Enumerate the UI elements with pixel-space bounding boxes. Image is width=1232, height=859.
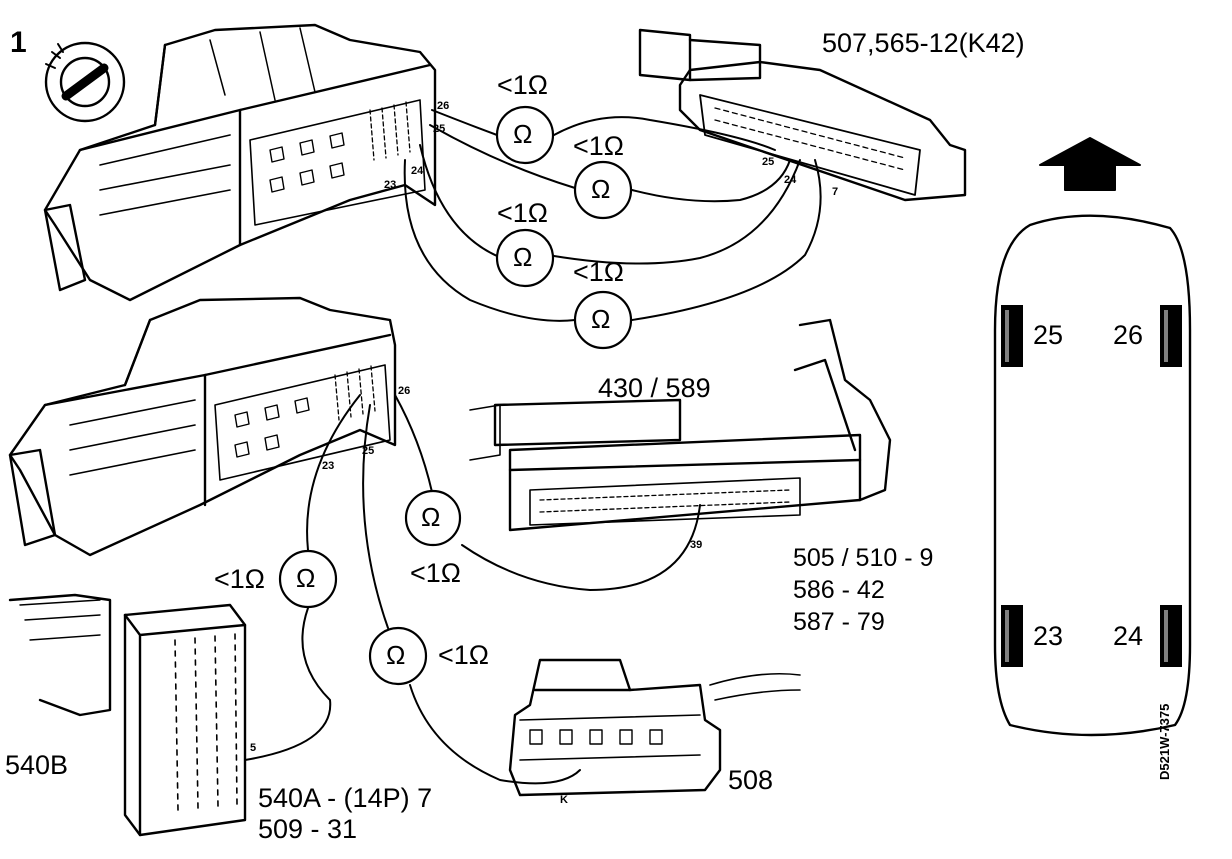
pin-label: 26	[398, 385, 411, 397]
connector-label-540a: 540A - (14P) 7	[258, 783, 433, 813]
ohmmeter-5	[404, 489, 462, 547]
vehicle-outline	[993, 214, 1192, 737]
ohmmeter-2	[573, 160, 633, 220]
ohmmeter-3	[495, 228, 555, 288]
connector-label-430: 430 / 589	[598, 373, 711, 403]
ohm-symbol: Ω	[296, 563, 316, 593]
resistance-label: <1Ω	[573, 257, 624, 287]
resistance-label: <1Ω	[214, 564, 265, 594]
wheel-label-rear-left: 23	[1033, 621, 1064, 651]
connector-label-k42: 507,565-12(K42)	[822, 28, 1025, 58]
pin-label: 25	[433, 123, 446, 135]
wheel-label-front-left: 25	[1033, 320, 1064, 350]
wheel-sensors	[1001, 305, 1182, 667]
connector-label-509: 509 - 31	[258, 814, 358, 844]
resistance-label: <1Ω	[573, 131, 624, 161]
wheel-label-rear-right: 24	[1113, 621, 1144, 651]
ohm-symbol: Ω	[591, 304, 611, 334]
resistance-label: <1Ω	[497, 70, 548, 100]
pin-label: 23	[384, 179, 397, 191]
connector-label-508: 508	[728, 765, 774, 795]
document-code: D521W-7375	[1157, 703, 1172, 780]
wheel-label-front-right: 26	[1113, 320, 1144, 350]
ohm-symbol: Ω	[421, 502, 441, 532]
ohm-symbol: Ω	[591, 174, 611, 204]
pin-label: K	[560, 794, 568, 806]
connector-label-505: 505 / 510 - 9	[793, 544, 934, 572]
resistance-label: <1Ω	[410, 558, 461, 588]
resistance-label: <1Ω	[438, 640, 489, 670]
ohmmeter-1	[495, 105, 555, 165]
connector-label-540b: 540B	[5, 750, 69, 780]
ohmmeter-7	[368, 626, 428, 686]
ohmmeters	[278, 105, 633, 686]
module-430-589	[469, 318, 892, 532]
lower-measurement-wires	[244, 394, 701, 785]
connector-508	[508, 658, 801, 797]
forward-arrow-icon	[1039, 137, 1141, 191]
ohm-symbol: Ω	[513, 119, 533, 149]
ohmmeter-6	[278, 549, 338, 609]
pin-label: 7	[832, 186, 839, 198]
pin-label: 25	[762, 156, 775, 168]
figure-number: 1	[10, 26, 27, 59]
k42-connector	[638, 28, 967, 202]
lower-ecu-connector	[8, 296, 397, 557]
ohm-symbol: Ω	[513, 242, 533, 272]
pin-label: 26	[437, 100, 450, 112]
ohm-symbol: Ω	[386, 640, 406, 670]
pin-label: 23	[322, 460, 335, 472]
upper-ecu-connector	[43, 23, 437, 302]
ohmmeter-4	[573, 290, 633, 350]
pin-label: 5	[250, 742, 257, 754]
pin-label: 24	[411, 165, 424, 177]
pin-label: 39	[690, 539, 703, 551]
resistance-label: <1Ω	[497, 198, 548, 228]
connector-540	[8, 593, 247, 837]
connector-label-587: 587 - 79	[793, 608, 885, 636]
pin-label: 24	[784, 174, 797, 186]
pin-label: 25	[362, 445, 375, 457]
ignition-key-icon	[44, 41, 126, 123]
connector-label-586: 586 - 42	[793, 576, 885, 604]
upper-measurement-wires	[403, 109, 822, 322]
